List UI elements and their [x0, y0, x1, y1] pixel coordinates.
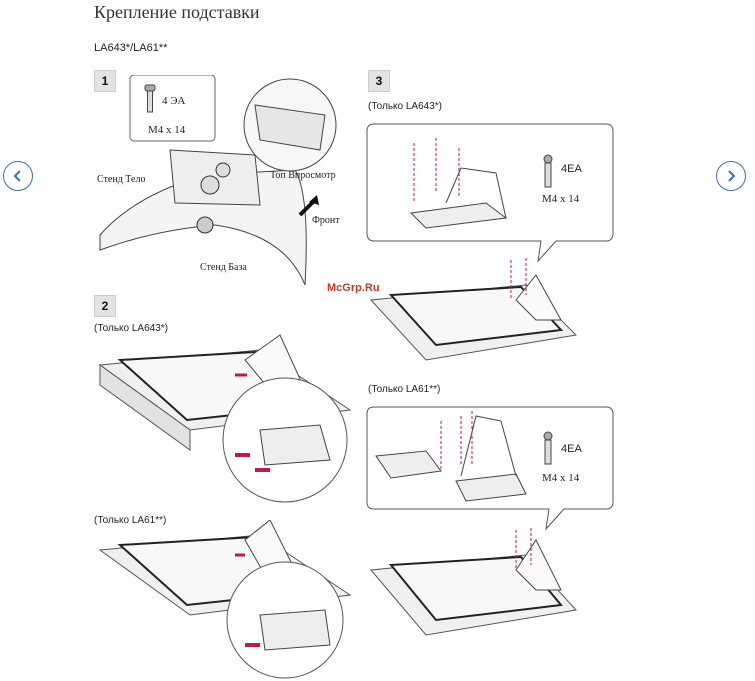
step-number-3: 3	[368, 70, 390, 92]
model-line: LA643*/LA61**	[94, 42, 168, 54]
step3-la61-callout	[366, 406, 614, 531]
step2-la643-illustration	[98, 334, 352, 503]
step2-note-la643: (Только LA643*)	[94, 323, 169, 334]
step-number-2: 2	[94, 295, 116, 317]
prev-button[interactable]	[3, 161, 33, 191]
step3-la643-screw-qty: 4EA	[561, 163, 582, 175]
next-button[interactable]	[716, 161, 746, 191]
step3-la643-callout	[366, 123, 614, 263]
watermark: McGrp.Ru	[327, 282, 380, 294]
screw-quantity-label: 4 ЭА	[162, 95, 186, 107]
screw-icon	[144, 84, 156, 113]
chevron-left-icon	[13, 170, 21, 182]
step3-la61-illustration	[370, 528, 577, 636]
screw-size-label: M4 x 14	[148, 124, 186, 136]
page-title: Крепление подставки	[94, 2, 260, 22]
step-number-1: 1	[94, 70, 116, 92]
step3-la643-screw-size: M4 x 14	[542, 193, 580, 205]
stand-base-label: Стенд База	[200, 262, 247, 273]
step2-la61-illustration	[98, 520, 352, 679]
step3-la61-screw-size: M4 x 14	[542, 472, 580, 484]
step2-note-la61: (Только LA61**)	[94, 515, 167, 526]
front-label: Фронт	[312, 215, 340, 226]
chevron-right-icon	[728, 170, 736, 182]
step3-note-la61: (Только LA61**)	[368, 384, 441, 395]
step3-note-la643: (Только LA643*)	[368, 101, 443, 112]
stand-body-label: Стенд Тело	[97, 174, 146, 185]
step3-la643-illustration	[369, 258, 578, 361]
top-view-label: Топ Впросмотр	[270, 170, 336, 181]
step3-la61-screw-qty: 4EA	[561, 443, 582, 455]
stand-assembly-illustration	[99, 75, 337, 286]
